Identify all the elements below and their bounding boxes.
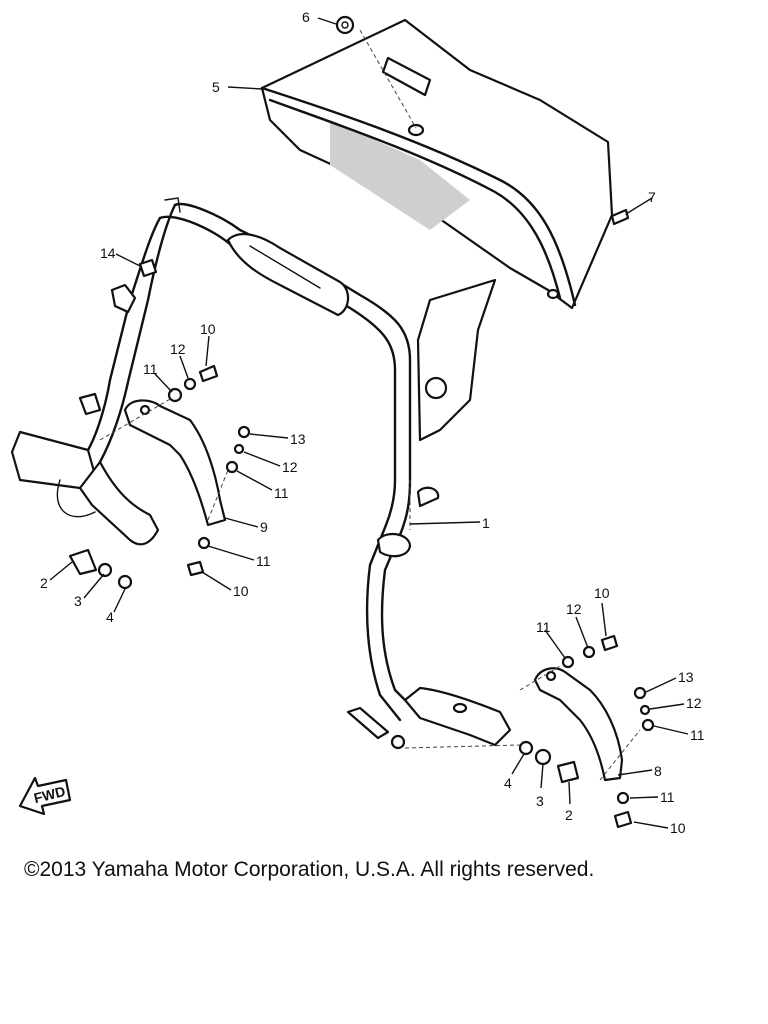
callout-10-c: 10 bbox=[594, 585, 610, 601]
hardware bbox=[68, 15, 655, 829]
callout-10-b: 10 bbox=[233, 583, 249, 599]
callout-1: 1 bbox=[482, 515, 490, 531]
callout-2-b: 2 bbox=[565, 807, 573, 823]
callout-11-f: 11 bbox=[660, 789, 675, 805]
callout-11-e: 11 bbox=[690, 727, 705, 743]
callout-13-a: 13 bbox=[290, 431, 306, 447]
callout-3-a: 3 bbox=[74, 593, 82, 609]
callout-labels: 6 5 7 14 10 12 11 13 12 11 9 11 10 2 3 4… bbox=[40, 9, 705, 836]
cover-panel bbox=[260, 18, 614, 310]
callout-12-b: 12 bbox=[282, 459, 298, 475]
callout-10-a: 10 bbox=[200, 321, 216, 337]
callout-12-a: 12 bbox=[170, 341, 186, 357]
callout-3-b: 3 bbox=[536, 793, 544, 809]
left-bracket bbox=[10, 283, 227, 546]
callout-11-d: 11 bbox=[536, 619, 551, 635]
callout-2-a: 2 bbox=[40, 575, 48, 591]
right-bracket bbox=[346, 667, 624, 782]
callout-11-a: 11 bbox=[143, 361, 158, 377]
copyright-notice: ©2013 Yamaha Motor Corporation, U.S.A. A… bbox=[24, 858, 595, 881]
callout-13-b: 13 bbox=[678, 669, 694, 685]
leader-lines bbox=[49, 17, 689, 829]
assembly-lines bbox=[99, 29, 641, 781]
fwd-label: FWD bbox=[32, 783, 67, 806]
callout-4-a: 4 bbox=[106, 609, 114, 625]
callout-14: 14 bbox=[100, 245, 116, 261]
callout-6: 6 bbox=[302, 9, 310, 25]
callout-12-d: 12 bbox=[686, 695, 702, 711]
callout-11-c: 11 bbox=[256, 553, 271, 569]
callout-11-b: 11 bbox=[274, 485, 289, 501]
forward-arrow: FWD bbox=[18, 776, 72, 816]
bumper-frame bbox=[83, 197, 497, 722]
callout-12-c: 12 bbox=[566, 601, 582, 617]
callout-8: 8 bbox=[654, 763, 662, 779]
callout-4-b: 4 bbox=[504, 775, 512, 791]
parts-diagram: FWD 6 5 7 14 10 12 11 13 12 11 9 11 10 2… bbox=[10, 9, 705, 836]
callout-5: 5 bbox=[212, 79, 220, 95]
callout-10-d: 10 bbox=[670, 820, 686, 836]
callout-9: 9 bbox=[260, 519, 268, 535]
callout-7: 7 bbox=[648, 189, 656, 205]
